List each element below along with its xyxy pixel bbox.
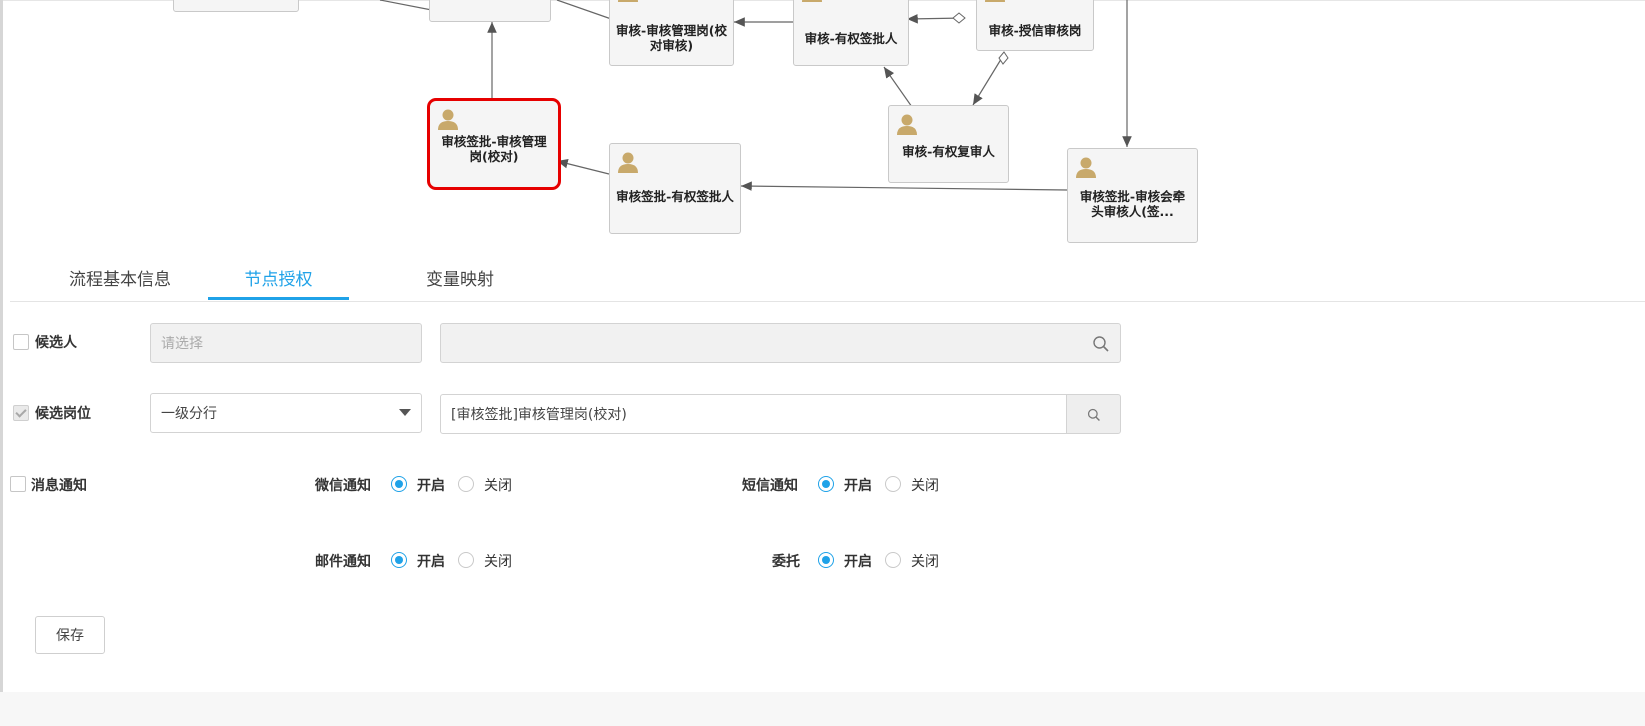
tab-bar-divider: [10, 301, 1645, 302]
delegate-on-radio[interactable]: [818, 552, 834, 568]
person-icon: [616, 150, 640, 174]
wechat-off-text: 关闭: [484, 478, 512, 494]
node-label: 审核-有权签批人: [804, 30, 898, 46]
node-audit-authorized-signer[interactable]: 审核-有权签批人: [793, 0, 909, 66]
node-sign-audit-mgmt-post-check[interactable]: 审核签批-审核管理岗(校对): [427, 98, 561, 190]
left-border: [0, 0, 3, 726]
active-tab-indicator: [208, 297, 349, 300]
sms-notify-label: 短信通知: [742, 478, 798, 494]
connector-layer: [379, 0, 1132, 191]
person-icon: [983, 0, 1007, 3]
wechat-on-radio[interactable]: [391, 476, 407, 492]
email-on-radio[interactable]: [391, 552, 407, 568]
branch-level-select[interactable]: 一级分行: [150, 393, 422, 433]
node-audit-authorized-reviewer[interactable]: 审核-有权复审人: [888, 105, 1009, 183]
chevron-down-icon: [399, 409, 411, 416]
sms-off-text: 关闭: [911, 478, 939, 494]
branch-level-select-value: 一级分行: [161, 406, 217, 422]
node-label: 审核签批-审核管理岗(校对): [441, 134, 547, 164]
process-diagram: 审核-审核管理岗(校对审核) 审核-有权签批人 审核-授信审核岗 审核签批-审核…: [0, 0, 1645, 245]
person-icon: [436, 107, 460, 131]
save-button[interactable]: 保存: [35, 616, 105, 654]
candidate-select[interactable]: 请选择: [150, 323, 422, 363]
candidate-search-input[interactable]: [440, 323, 1121, 363]
candidate-checkbox[interactable]: [13, 334, 29, 350]
tab-variable-mapping[interactable]: 变量映射: [426, 270, 494, 290]
candidate-post-checkbox[interactable]: [13, 405, 29, 421]
candidate-label: 候选人: [35, 335, 77, 351]
delegate-label: 委托: [772, 554, 800, 570]
email-on-text: 开启: [417, 554, 445, 570]
node-label: 审核-授信审核岗: [988, 23, 1082, 38]
connector-line: [556, 0, 618, 22]
candidate-select-placeholder: 请选择: [161, 336, 203, 352]
email-off-radio[interactable]: [458, 552, 474, 568]
partial-node-left[interactable]: [173, 0, 299, 12]
wechat-notify-label: 微信通知: [315, 478, 371, 494]
person-icon: [895, 112, 919, 136]
candidate-post-search-button[interactable]: [1066, 394, 1121, 434]
node-audit-mgmt-post-check-audit[interactable]: 审核-审核管理岗(校对审核): [609, 0, 734, 66]
node-sign-lead-auditor[interactable]: 审核签批-审核会牵头审核人(签...: [1067, 148, 1198, 243]
notification-label: 消息通知: [31, 478, 87, 494]
connector-line: [972, 55, 1004, 106]
tab-bar: 流程基本信息 节点授权 变量映射: [10, 260, 1645, 302]
wechat-off-radio[interactable]: [458, 476, 474, 492]
connector-line: [740, 181, 1068, 191]
diamond-marker: [952, 12, 966, 24]
email-off-text: 关闭: [484, 554, 512, 570]
notification-checkbox[interactable]: [10, 476, 26, 492]
connector-line: [883, 66, 913, 108]
sms-on-radio[interactable]: [818, 476, 834, 492]
person-icon: [616, 0, 640, 3]
connector-line: [556, 158, 610, 175]
candidate-post-search-value: [审核签批]审核管理岗(校对): [451, 407, 627, 423]
search-icon: [1087, 407, 1101, 421]
candidate-post-label: 候选岗位: [35, 406, 91, 422]
node-label: 审核-有权复审人: [902, 143, 995, 159]
tab-process-basic-info[interactable]: 流程基本信息: [69, 270, 171, 290]
delegate-off-text: 关闭: [911, 554, 939, 570]
sms-off-radio[interactable]: [885, 476, 901, 492]
delegate-on-text: 开启: [844, 554, 872, 570]
node-audit-credit-post[interactable]: 审核-授信审核岗: [976, 0, 1094, 51]
sms-on-text: 开启: [844, 478, 872, 494]
delegate-off-radio[interactable]: [885, 552, 901, 568]
bottom-scroll-area: [0, 692, 1645, 726]
partial-node-center[interactable]: [429, 0, 551, 22]
wechat-on-text: 开启: [417, 478, 445, 494]
node-label: 审核-审核管理岗(校对审核): [616, 23, 727, 53]
candidate-post-search-input[interactable]: [审核签批]审核管理岗(校对): [440, 394, 1067, 434]
node-sign-authorized-signer[interactable]: 审核签批-有权签批人: [609, 143, 741, 234]
email-notify-label: 邮件通知: [315, 554, 371, 570]
search-icon[interactable]: [1092, 335, 1110, 353]
node-label: 审核签批-有权签批人: [616, 189, 734, 204]
tab-node-authorization[interactable]: 节点授权: [244, 270, 313, 290]
person-icon: [800, 0, 824, 3]
diamond-marker: [998, 51, 1009, 65]
node-label: 审核签批-审核会牵头审核人(签...: [1079, 188, 1186, 219]
person-icon: [1074, 155, 1098, 179]
